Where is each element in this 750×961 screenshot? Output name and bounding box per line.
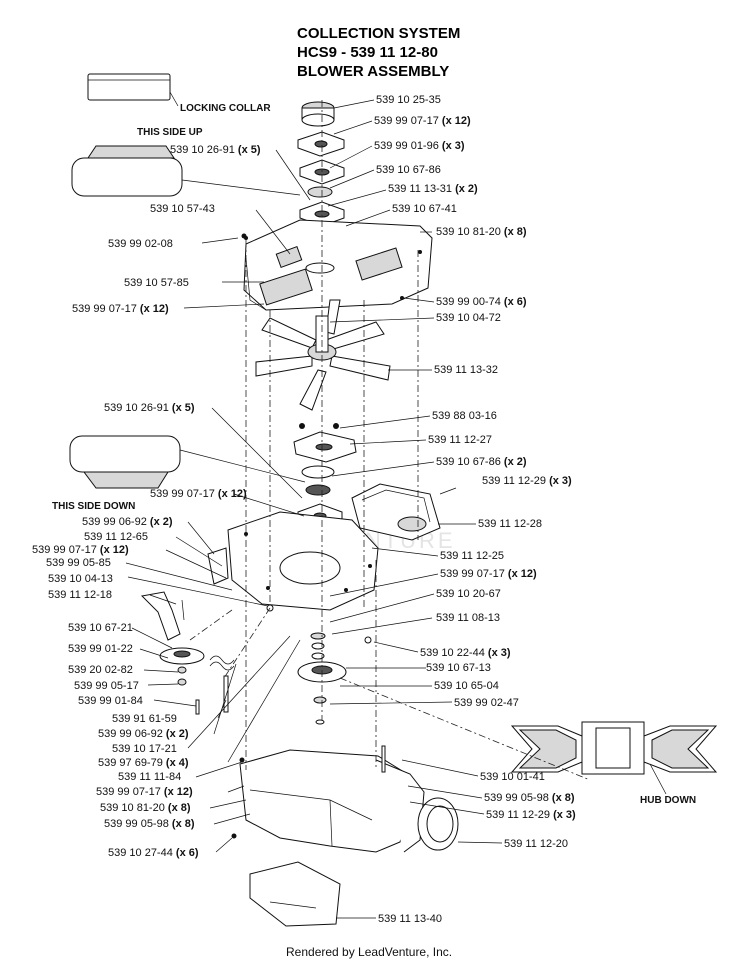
part-label: 539 88 03-16	[432, 410, 497, 422]
locking-collar-illustration	[87, 73, 179, 107]
diagram-title-line2: HCS9 - 539 11 12-80	[297, 44, 438, 61]
part-label: 539 11 12-65	[84, 531, 148, 543]
note-hub-down: HUB DOWN	[640, 795, 696, 806]
discharge-housing	[239, 749, 459, 927]
part-label: 539 99 07-17 (x 12)	[150, 488, 247, 500]
part-label: 539 11 12-29 (x 3)	[482, 475, 572, 487]
part-label: 539 10 22-44 (x 3)	[420, 647, 511, 659]
leader-lines	[125, 99, 503, 919]
part-label: 539 99 05-98 (x 8)	[484, 792, 575, 804]
part-label: 539 91 61-59	[112, 713, 177, 725]
part-label: 539 10 57-85	[124, 277, 189, 289]
part-label: 539 10 20-67	[436, 588, 501, 600]
part-label: 539 10 26-91 (x 5)	[170, 144, 261, 156]
part-label: 539 99 01-84	[78, 695, 143, 707]
part-label: 539 11 13-32	[434, 364, 498, 376]
part-label: 539 10 01-41	[480, 771, 545, 783]
part-label: 539 99 02-08	[108, 238, 173, 250]
part-label: 539 10 26-91 (x 5)	[104, 402, 195, 414]
part-label: 539 97 69-79 (x 4)	[98, 757, 189, 769]
lower-seal-illustration	[69, 435, 306, 489]
part-label: 539 10 67-86	[376, 164, 441, 176]
part-label: 539 10 04-72	[436, 312, 501, 324]
part-label: 539 10 67-86 (x 2)	[436, 456, 527, 468]
part-label: 539 99 01-22	[68, 643, 133, 655]
part-label: 539 10 27-44 (x 6)	[108, 847, 199, 859]
part-label: 539 11 12-27	[428, 434, 492, 446]
part-label: 539 11 12-29 (x 3)	[486, 809, 576, 821]
part-label: 539 99 06-92 (x 2)	[98, 728, 189, 740]
part-label: 539 10 04-13	[48, 573, 113, 585]
diagram-title-line3: BLOWER ASSEMBLY	[297, 63, 449, 80]
part-label: 539 99 07-17 (x 12)	[96, 786, 193, 798]
part-label: 539 11 08-13	[436, 612, 500, 624]
tension-bracket	[140, 547, 229, 641]
note-this-side-up: THIS SIDE UP	[137, 127, 203, 138]
part-label: 539 10 17-21	[112, 743, 177, 755]
part-label: 539 99 07-17 (x 12)	[374, 115, 471, 127]
fasteners	[195, 233, 386, 839]
part-label: 539 99 07-17 (x 12)	[32, 544, 129, 556]
part-label: 539 99 07-17 (x 12)	[72, 303, 169, 315]
note-this-side-down: THIS SIDE DOWN	[52, 501, 135, 512]
note-locking-collar: LOCKING COLLAR	[180, 103, 271, 114]
part-label: 539 10 25-35	[376, 94, 441, 106]
part-label: 539 10 67-41	[392, 203, 457, 215]
part-label: 539 10 81-20 (x 8)	[436, 226, 527, 238]
footer-credit: Rendered by LeadVenture, Inc.	[286, 945, 452, 959]
part-label: 539 99 00-74 (x 6)	[436, 296, 527, 308]
part-label: 539 10 65-04	[434, 680, 499, 692]
part-label: 539 99 05-98 (x 8)	[104, 818, 195, 830]
part-label: 539 11 13-40	[378, 913, 442, 925]
part-label: 539 10 81-20 (x 8)	[100, 802, 191, 814]
pulley-cross-section	[510, 721, 718, 795]
part-label: 539 99 06-92 (x 2)	[82, 516, 173, 528]
part-label: 539 99 02-47	[454, 697, 519, 709]
part-label: 539 99 07-17 (x 12)	[440, 568, 537, 580]
part-label: 539 99 05-17	[74, 680, 139, 692]
part-label: 539 11 12-18	[48, 589, 112, 601]
part-label: 539 20 02-82	[68, 664, 133, 676]
part-label: 539 11 12-20	[504, 838, 568, 850]
lower-bearing-stack	[293, 423, 357, 529]
part-labels: 539 10 25-35 539 99 07-17 (x 12) 539 10 …	[32, 94, 576, 925]
upper-bearing-stack	[297, 101, 345, 227]
part-label: 539 10 67-21	[68, 622, 133, 634]
part-label: 539 10 57-43	[150, 203, 215, 215]
top-cover-plate	[243, 219, 433, 311]
part-label: 539 10 67-13	[426, 662, 491, 674]
diagram-title-line1: COLLECTION SYSTEM	[297, 25, 460, 42]
assembly-axes	[189, 100, 591, 781]
impeller-fan	[255, 299, 391, 411]
part-label: 539 99 01-96 (x 3)	[374, 140, 465, 152]
part-label: 539 11 12-28	[478, 518, 542, 530]
part-label: 539 99 05-85	[46, 557, 111, 569]
upper-seal-illustration	[71, 145, 301, 197]
part-label: 539 11 12-25	[440, 550, 504, 562]
part-label: 539 11 11-84	[118, 771, 181, 783]
housing-ring-plate	[227, 511, 379, 611]
part-label: 539 11 13-31 (x 2)	[388, 183, 478, 195]
idler-pulley	[159, 647, 235, 686]
